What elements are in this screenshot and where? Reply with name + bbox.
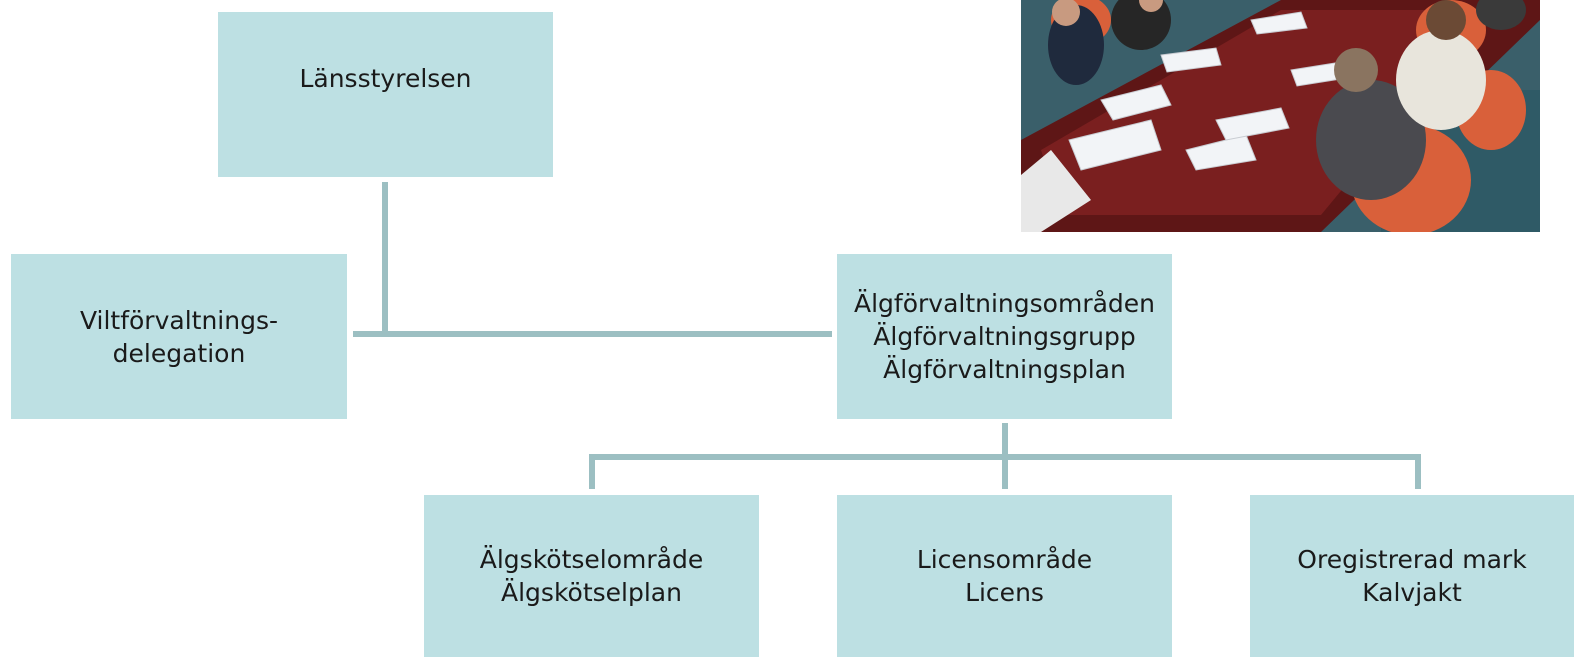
node-algskotselomrade-line-1: Älgskötselområde bbox=[479, 545, 704, 574]
node-algskotselomrade: Älgskötselområde Älgskötselplan bbox=[424, 495, 759, 657]
node-oregistrerad-mark-line-1: Oregistrerad mark bbox=[1297, 545, 1527, 574]
connector-horizontal-bottom bbox=[589, 454, 1421, 460]
connector-horizontal-middle bbox=[353, 331, 832, 337]
connector-lansstyrelsen-down bbox=[382, 182, 388, 337]
connector-drop-algskotsel bbox=[589, 454, 595, 489]
meeting-photo bbox=[1021, 0, 1540, 232]
node-licensomrade-line-1: Licensområde bbox=[916, 545, 1093, 574]
node-algforvaltningsomraden: Älgförvaltningsområden Älgförvaltningsgr… bbox=[837, 254, 1172, 419]
node-viltforvaltningsdelegation: Viltförvaltnings- delegation bbox=[11, 254, 347, 419]
node-lansstyrelsen-line-1: Länsstyrelsen bbox=[299, 64, 472, 93]
node-oregistrerad-mark: Oregistrerad mark Kalvjakt bbox=[1250, 495, 1574, 657]
node-algforvaltningsomraden-line-1: Älgförvaltningsområden bbox=[853, 289, 1156, 318]
node-viltforvaltningsdelegation-line-2: delegation bbox=[112, 338, 246, 368]
node-lansstyrelsen: Länsstyrelsen bbox=[218, 12, 553, 177]
node-licensomrade-line-2: Licens bbox=[965, 578, 1044, 607]
meeting-photo-illustration bbox=[1021, 0, 1540, 232]
connector-drop-oregistrerad bbox=[1415, 454, 1421, 489]
node-algforvaltningsomraden-line-3: Älgförvaltningsplan bbox=[883, 355, 1126, 384]
node-algforvaltningsomraden-line-2: Älgförvaltningsgrupp bbox=[873, 322, 1136, 351]
node-oregistrerad-mark-line-2: Kalvjakt bbox=[1362, 578, 1462, 607]
node-algskotselomrade-line-2: Älgskötselplan bbox=[501, 578, 682, 607]
node-viltforvaltningsdelegation-line-1: Viltförvaltnings- bbox=[79, 305, 279, 335]
node-licensomrade: Licensområde Licens bbox=[837, 495, 1172, 657]
